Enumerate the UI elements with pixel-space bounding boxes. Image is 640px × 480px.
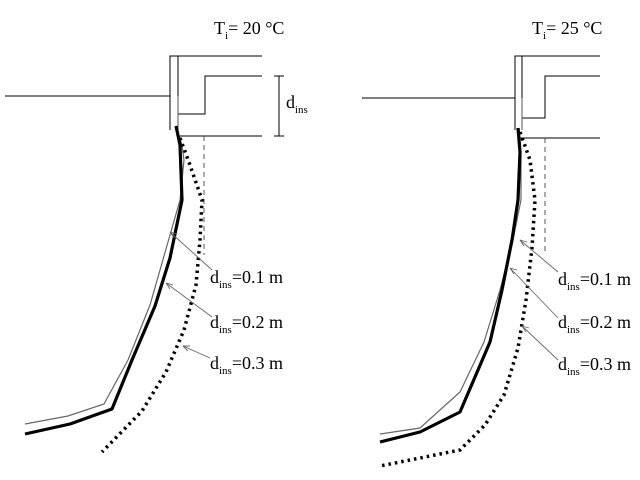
curve-dins-01-left <box>24 125 185 425</box>
leader-dins-02-right <box>509 267 559 319</box>
curve-dins-03-right <box>379 131 537 468</box>
panel-right: Ti= 25 °C dins=0.1 m dins=0.2 m dins=0.3… <box>362 18 631 468</box>
curve-dins-02-right <box>379 127 522 444</box>
leader-dins-03-left-head <box>182 345 190 352</box>
leader-dins-02-right-head <box>509 267 518 275</box>
curve-dins-02-left <box>24 125 184 436</box>
curve-label-dins-02-right: dins=0.2 m <box>558 312 631 336</box>
leader-dins-02-left <box>165 282 213 318</box>
wall-structure-right <box>514 55 600 139</box>
curve-label-dins-01-left: dins=0.1 m <box>210 267 283 291</box>
dimension-bracket-left <box>274 75 284 137</box>
dimension-label-left: dins <box>286 92 308 116</box>
curve-label-dins-03-left: dins=0.3 m <box>210 353 283 377</box>
panel-left: Ti= 20 °C dins dins=0.1 m dins=0.2 m din… <box>5 18 308 454</box>
leader-dins-02-left-head <box>165 282 174 290</box>
leader-dins-01-left-head <box>169 231 178 239</box>
curve-label-dins-01-right: dins=0.1 m <box>558 269 631 293</box>
temperature-label-left: Ti= 20 °C <box>214 18 284 42</box>
leader-dins-03-right <box>521 325 559 361</box>
leader-dins-01-left <box>169 231 213 271</box>
wall-structure-left <box>169 55 262 137</box>
temperature-label-right: Ti= 25 °C <box>532 18 602 42</box>
leader-dins-03-right-head <box>521 325 530 333</box>
leader-dins-01-right <box>519 239 559 273</box>
leader-dins-03-left <box>182 345 211 359</box>
leader-dins-01-right-head <box>519 239 528 247</box>
curve-dins-03-left <box>100 137 204 454</box>
curve-dins-01-right <box>379 127 522 435</box>
curve-label-dins-03-right: dins=0.3 m <box>558 354 631 378</box>
curve-label-dins-02-left: dins=0.2 m <box>210 312 283 336</box>
